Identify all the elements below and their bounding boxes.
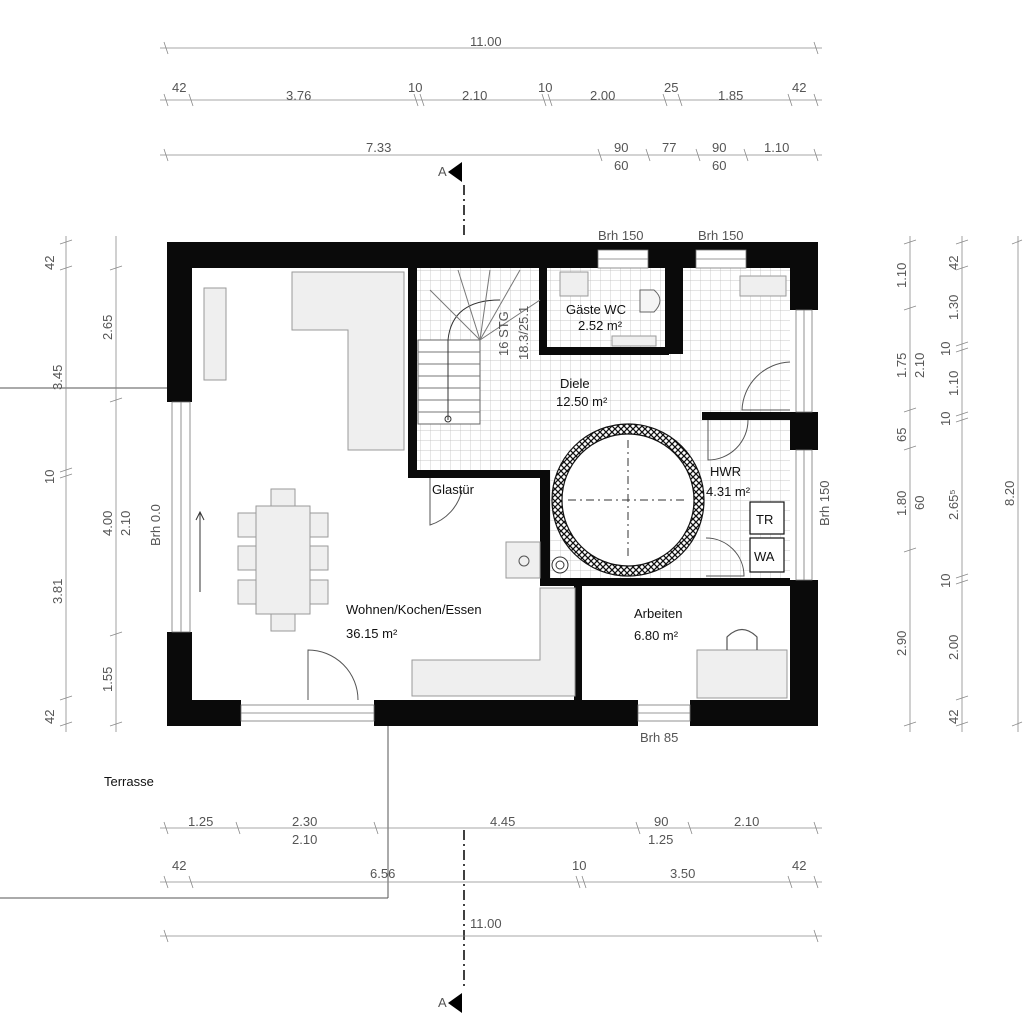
dim-top-r2-5: 2.00	[590, 88, 615, 103]
dim-bot-r1-445: 4.45	[490, 814, 515, 829]
dim-top-overall: 11.00	[470, 34, 502, 49]
dim-right-c1-1: 1.75	[894, 353, 909, 378]
dim-top-r3-90a: 90	[614, 140, 628, 155]
label-terrace: Terrasse	[104, 774, 154, 789]
dim-left-c1-2: 10	[42, 470, 57, 484]
section-marker-top: A	[438, 162, 465, 238]
dim-bot-r1-125b: 1.25	[648, 832, 673, 847]
dim-left-c1-4: 42	[42, 710, 57, 724]
dim-top-r2-6: 25	[664, 80, 678, 95]
dim-left-c1-0: 42	[42, 256, 57, 270]
room-hwr-name: HWR	[710, 464, 741, 479]
dim-right-c2-6: 10	[938, 574, 953, 588]
dim-top-r2-4: 10	[538, 80, 552, 95]
window-label-top-left: Brh 150	[598, 228, 644, 243]
room-office-area: 6.80 m²	[634, 628, 679, 643]
dim-bot-overall: 11.00	[470, 916, 502, 931]
dim-right-c1-2: 2.10	[912, 353, 927, 378]
furniture: TR WA	[195, 271, 788, 699]
window-label-bottom: Brh 85	[640, 730, 678, 745]
dim-top-r3-90b: 90	[712, 140, 726, 155]
dim-top-r2-3: 2.10	[462, 88, 487, 103]
dim-bot-r2-10: 10	[572, 858, 586, 873]
window-label-right: Brh 150	[817, 480, 832, 526]
top-dimensions: 11.00 42 3.76 10 2.10 10 2.00 25 1.85 42…	[160, 34, 822, 173]
stair-ratio: 18.3/25.1	[516, 306, 531, 360]
dim-top-r3-60a: 60	[614, 158, 628, 173]
dim-left-c2-3: 1.55	[100, 667, 115, 692]
section-marker-top-label: A	[438, 164, 447, 179]
dim-right-c2-0: 42	[946, 256, 961, 270]
terrace-outline	[0, 387, 389, 899]
walls	[167, 242, 818, 726]
dim-right-c1-4: 1.80	[894, 491, 909, 516]
room-wc-area: 2.52 m²	[578, 318, 623, 333]
dim-right-c1-6: 2.90	[894, 631, 909, 656]
dim-bot-r1-90: 90	[654, 814, 668, 829]
dim-top-r3-main: 7.33	[366, 140, 391, 155]
stair-steps: 16 STG	[496, 311, 511, 356]
dim-bot-r2-656: 6.56	[370, 866, 395, 881]
room-living-area: 36.15 m²	[346, 626, 398, 641]
room-labels: Wohnen/Kochen/Essen 36.15 m² Diele 12.50…	[104, 302, 751, 789]
dim-top-r2-1: 3.76	[286, 88, 311, 103]
room-hall-name: Diele	[560, 376, 590, 391]
dim-bot-r1-210: 2.10	[292, 832, 317, 847]
staircase: 16 STG 18.3/25.1	[417, 269, 541, 425]
dim-right-c2-5: 2.65⁵	[946, 489, 961, 520]
window-label-left: Brh 0.0	[148, 504, 163, 546]
dim-right-overall: 8.20	[1002, 481, 1017, 506]
window-label-top-right: Brh 150	[698, 228, 744, 243]
dim-bot-r1-125: 1.25	[188, 814, 213, 829]
dim-right-c1-0: 1.10	[894, 263, 909, 288]
dim-top-r3-77: 77	[662, 140, 676, 155]
dim-right-c2-4: 10	[938, 412, 953, 426]
right-dimensions: 1.10 1.75 2.10 65 1.80 60 2.90 42 1.30 1…	[894, 236, 1023, 732]
dim-bot-r2-42b: 42	[792, 858, 806, 873]
dim-left-c1-3: 3.81	[50, 579, 65, 604]
label-glass-door: Glastür	[432, 482, 475, 497]
section-marker-bottom-label: A	[438, 995, 447, 1010]
dim-left-c2-0: 2.65	[100, 315, 115, 340]
room-living-name: Wohnen/Kochen/Essen	[346, 602, 482, 617]
dim-bot-r1-210b: 2.10	[734, 814, 759, 829]
dim-top-r2-0: 42	[172, 80, 186, 95]
doors	[307, 361, 791, 701]
dim-right-c2-1: 1.30	[946, 295, 961, 320]
appliance-wa: WA	[754, 549, 775, 564]
dim-right-c2-2: 10	[938, 342, 953, 356]
room-hwr-area: 4.31 m²	[706, 484, 751, 499]
dim-right-c1-5: 60	[912, 496, 927, 510]
dim-bot-r2-42a: 42	[172, 858, 186, 873]
dim-bot-r1-230: 2.30	[292, 814, 317, 829]
dim-right-c2-3: 1.10	[946, 371, 961, 396]
section-marker-bottom: A	[438, 830, 465, 1013]
room-office-name: Arbeiten	[634, 606, 682, 621]
room-hall-area: 12.50 m²	[556, 394, 608, 409]
dim-left-c2-1: 4.00	[100, 511, 115, 536]
dim-right-c2-8: 42	[946, 710, 961, 724]
dim-right-c2-7: 2.00	[946, 635, 961, 660]
left-dimensions: 42 3.45 10 3.81 42 2.65 4.00 2.10 1.55	[42, 236, 133, 732]
dim-top-r2-8: 42	[792, 80, 806, 95]
dim-left-c1-1: 3.45	[50, 365, 65, 390]
dim-bot-r2-350: 3.50	[670, 866, 695, 881]
dim-right-c1-3: 65	[894, 428, 909, 442]
dim-top-r3-110: 1.10	[764, 140, 789, 155]
dim-top-r2-7: 1.85	[718, 88, 743, 103]
dim-top-r3-60b: 60	[712, 158, 726, 173]
dim-top-r2-2: 10	[408, 80, 422, 95]
windows	[171, 249, 813, 722]
appliance-tr: TR	[756, 512, 773, 527]
dim-left-c2-2: 2.10	[118, 511, 133, 536]
bottom-dimensions: 1.25 2.30 2.10 4.45 90 1.25 2.10 42 6.56…	[160, 814, 822, 943]
room-wc-name: Gäste WC	[566, 302, 626, 317]
